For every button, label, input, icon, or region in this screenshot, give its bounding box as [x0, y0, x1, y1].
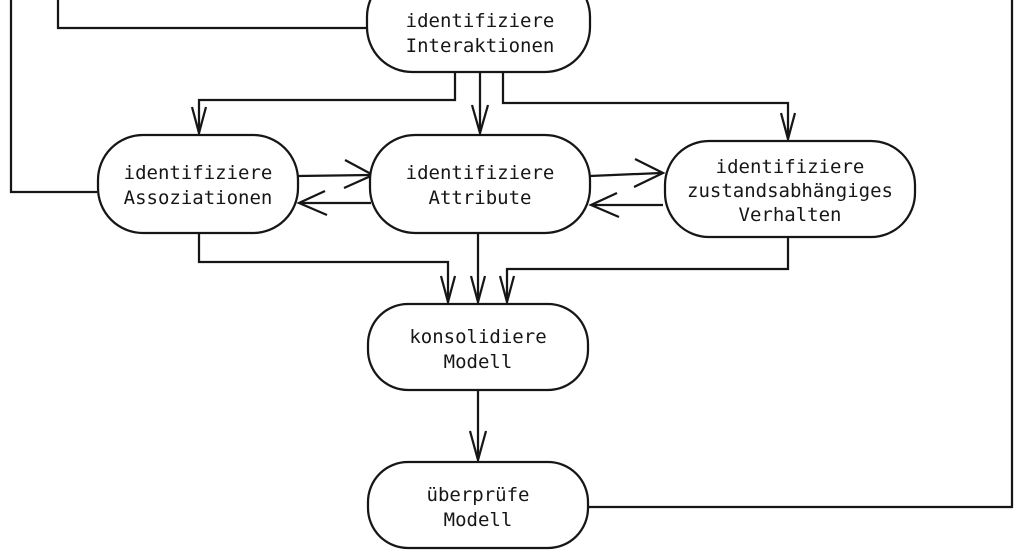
node-ueberpruefe-modell: überprüfe Modell [366, 460, 590, 550]
node-identifiziere-assoziationen: identifiziere Assoziationen [96, 133, 300, 235]
node-label: überprüfe [427, 484, 530, 506]
node-label: Assoziationen [124, 187, 273, 209]
node-konsolidiere-modell: konsolidiere Modell [366, 302, 590, 392]
connector-attribute-to-zustand [589, 171, 662, 178]
node-label: Modell [444, 509, 513, 531]
node-label: identifiziere [124, 162, 273, 184]
node-label: identifiziere [406, 10, 555, 32]
connector-interaktionen-to-zustand [501, 72, 790, 137]
node-label: Verhalten [739, 204, 842, 226]
connector-left-feedback-to-assoziationen [9, 0, 97, 194]
arrowhead-into-attribute-right [588, 191, 620, 219]
node-shape-konsolidiere [366, 302, 590, 392]
node-identifiziere-interaktionen: identifiziere Interaktionen [365, 0, 592, 74]
arrowhead-into-assoziationen-top [190, 106, 208, 138]
node-label: identifiziere [716, 156, 865, 178]
node-shape-attribute [368, 133, 592, 235]
connector-zustand-to-konsolidiere [505, 237, 790, 300]
arrowhead-konsolidiere-middle [469, 275, 487, 307]
connector-ueberpruefe-right-feedback [587, 0, 1014, 509]
node-label: Attribute [429, 187, 532, 209]
node-shape-ueberpruefe [366, 460, 590, 550]
arrowhead-konsolidiere-left [439, 275, 457, 307]
node-label: Interaktionen [406, 35, 555, 57]
node-label: konsolidiere [409, 326, 546, 348]
arrowhead-konsolidiere-right [498, 275, 516, 307]
node-shape-assoziationen [96, 133, 300, 235]
connector-assoziationen-to-attribute [297, 173, 372, 178]
node-identifiziere-zustandsabhaengiges-verhalten: identifiziere zustandsabhängiges Verhalt… [663, 139, 917, 239]
arrowhead-into-attribute-top [470, 104, 490, 138]
node-label: zustandsabhängiges [687, 180, 893, 202]
arrowhead-into-zustand-top [779, 112, 797, 144]
connector-assoziationen-to-konsolidiere [197, 233, 450, 300]
node-label: Modell [444, 351, 513, 373]
arrowhead-into-assoziationen-right [296, 189, 328, 217]
node-shape-zustand [663, 139, 917, 239]
connector-top-feedback-to-interaktionen [56, 0, 366, 30]
arrowhead-into-zustand-left [633, 157, 666, 189]
connector-interaktionen-to-assoziationen [197, 72, 457, 131]
arrowhead-into-ueberpruefe-top [468, 430, 488, 465]
node-shape-interaktionen [365, 0, 592, 74]
node-identifiziere-attribute: identifiziere Attribute [368, 133, 592, 235]
node-label: identifiziere [406, 162, 555, 184]
